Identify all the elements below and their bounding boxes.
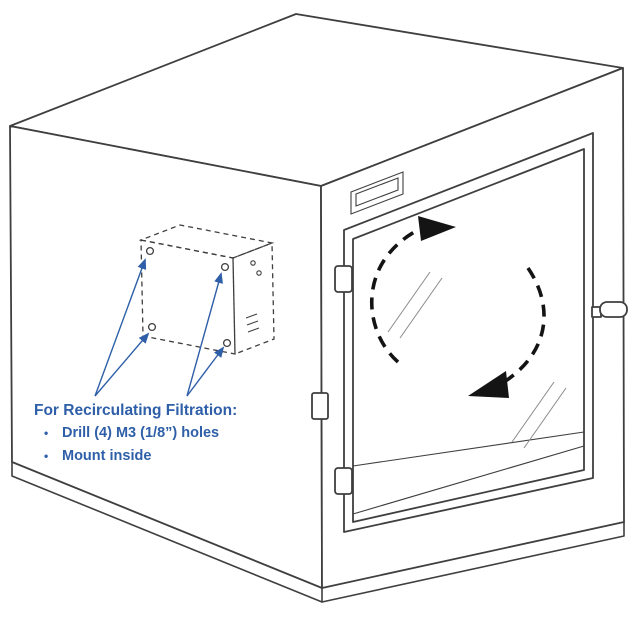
filter-top-face [138, 224, 275, 259]
pointer-arrow-to-top-left-hole [94, 258, 147, 397]
bullet-marker-icon: • [44, 449, 49, 463]
annotation-pointer-arrows [94, 258, 225, 397]
hinge-top-icon [334, 265, 353, 293]
glass-reflection-lines [387, 271, 567, 449]
mounting-hole-bottom-right [222, 338, 232, 348]
annotation-note: For Recirculating Filtration: • Drill (4… [34, 399, 334, 468]
filter-front-face [140, 239, 236, 355]
vent-badge-inner [355, 177, 399, 207]
mounting-hole-top-right [220, 262, 230, 272]
annotation-bullet-1: • Drill (4) M3 (1/8”) holes [34, 422, 334, 445]
vent-badge-outer [350, 171, 404, 215]
pointer-arrow-to-bottom-right-hole [186, 346, 225, 397]
pointer-arrow-to-top-right-hole [186, 272, 223, 397]
airflow-arc-right [503, 266, 546, 384]
door-glass [352, 148, 585, 523]
glass-door [334, 132, 628, 533]
interior-floor-lines [352, 431, 585, 515]
annotation-bullet-2: • Mount inside [34, 445, 334, 468]
airflow-arrows [370, 216, 546, 398]
bullet-marker-icon: • [44, 426, 49, 440]
annotation-bullet-1-text: Drill (4) M3 (1/8”) holes [62, 425, 220, 441]
airflow-arrowhead-right-icon [418, 216, 456, 241]
mounting-hole-bottom-left [147, 322, 157, 332]
filter-side-face [232, 242, 275, 355]
annotation-title: For Recirculating Filtration: [34, 402, 238, 419]
mounting-hole-top-left [145, 246, 155, 256]
door-catch [311, 392, 329, 420]
annotation-bullet-2-text: Mount inside [62, 448, 152, 464]
airflow-arrowhead-left-icon [468, 371, 509, 398]
door-handle [591, 301, 628, 318]
hinge-bottom-icon [334, 467, 353, 495]
vent-badge [350, 171, 404, 215]
box-left-face [9, 125, 323, 589]
filter-unit-dashed [138, 224, 275, 355]
pointer-arrow-to-bottom-left-hole [94, 332, 150, 397]
filter-side-details [245, 260, 262, 333]
